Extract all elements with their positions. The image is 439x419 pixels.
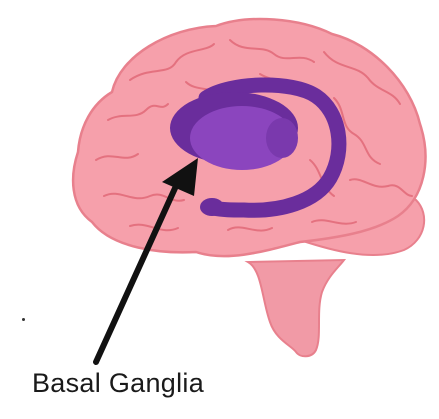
globus-pallidus	[266, 118, 298, 158]
stray-dot	[22, 318, 25, 321]
basal-ganglia-label: Basal Ganglia	[32, 368, 292, 399]
brain-stem	[248, 260, 344, 356]
amygdala	[200, 198, 224, 216]
